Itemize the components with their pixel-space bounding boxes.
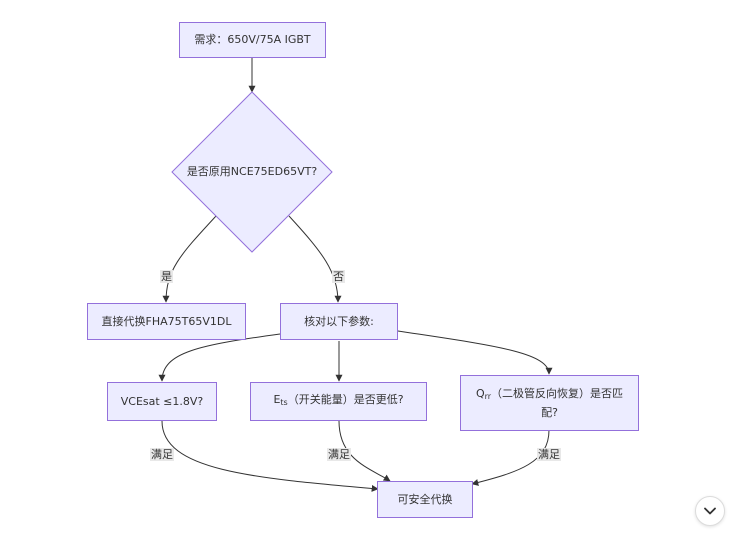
edge-label-yes: 是: [160, 270, 173, 283]
edge-vcesat-to-safe: [161, 420, 379, 492]
node-qrr-text: Qrr（二极管反向恢复）是否匹配?: [475, 386, 624, 421]
edge-label-meet-vcesat: 满足: [150, 448, 174, 461]
qrr-description: （二极管反向恢复）是否匹配?: [491, 386, 624, 419]
node-direct-replace-text: 直接代换FHA75T65V1DL: [101, 314, 232, 328]
scroll-down-button[interactable]: [695, 496, 725, 526]
qrr-subscript: rr: [484, 391, 492, 401]
qrr-symbol: Q: [475, 386, 485, 400]
node-safe-replace: 可安全代换: [377, 481, 473, 518]
edge-ets-to-safe: [338, 420, 391, 482]
ets-symbol: E: [273, 393, 281, 406]
edge-qrr-to-safe: [471, 429, 550, 486]
node-direct-replace: 直接代换FHA75T65V1DL: [87, 303, 246, 340]
node-requirement: 需求：650V/75A IGBT: [179, 22, 326, 58]
node-vcesat: VCEsat ≤1.8V?: [107, 382, 217, 421]
node-requirement-text: 需求：650V/75A IGBT: [194, 33, 311, 46]
node-safe-replace-text: 可安全代换: [397, 492, 453, 506]
edge-label-meet-qrr: 满足: [537, 448, 561, 461]
node-check-params-text: 核对以下参数:: [304, 314, 374, 328]
node-ets-text: Ets（开关能量）是否更低?: [273, 392, 403, 411]
node-qrr: Qrr（二极管反向恢复）是否匹配?: [460, 375, 639, 431]
edge-check-to-vcesat: [158, 333, 281, 382]
node-ets: Ets（开关能量）是否更低?: [250, 382, 427, 421]
ets-description: （开关能量）是否更低?: [287, 393, 404, 406]
edge-check-to-qrr: [397, 330, 553, 375]
decision-diamond: [171, 91, 333, 253]
edge-label-meet-ets: 满足: [327, 448, 351, 461]
edge-decision-to-direct: [162, 215, 217, 303]
decision-original-label: 是否原用NCE75ED65VT?: [186, 165, 318, 178]
ets-subscript: ts: [280, 398, 288, 407]
node-check-params: 核对以下参数:: [280, 303, 398, 340]
edge-decision-to-check: [288, 215, 342, 303]
edge-label-no: 否: [332, 270, 345, 283]
node-vcesat-text: VCEsat ≤1.8V?: [120, 394, 204, 408]
chevron-down-icon: [704, 507, 716, 515]
